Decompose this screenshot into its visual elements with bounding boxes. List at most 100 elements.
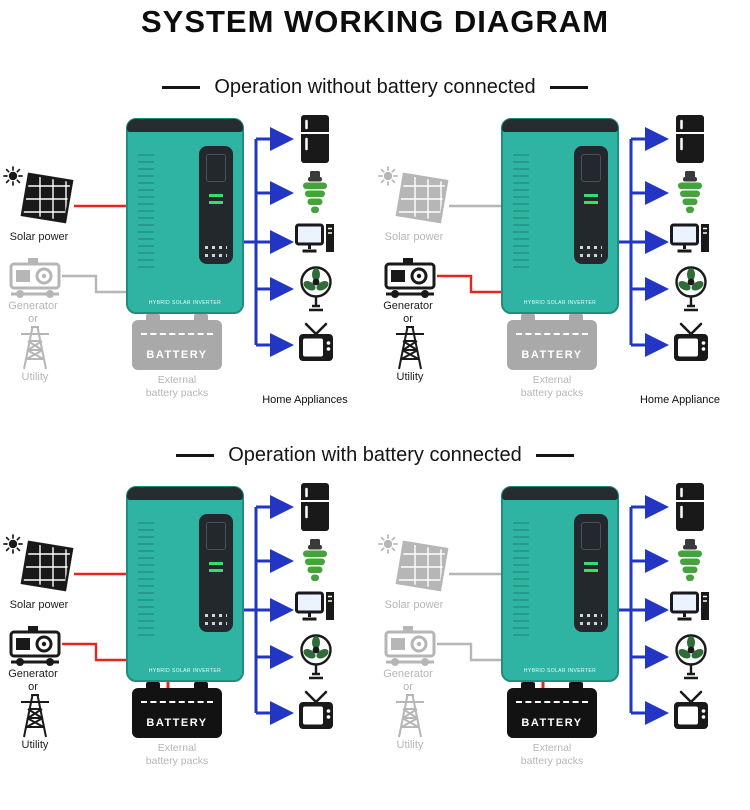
solar-power-label: Solar power [384, 599, 444, 611]
diagram-quadrant-bottom-right: Solar power Generator or Utility HYBRID … [375, 478, 750, 810]
section-title: Operation without battery connected [214, 76, 536, 98]
generator-label-line1: Generator [8, 300, 58, 312]
diagram-quadrant-top-right: Solar power Generator or Utility HYBRID … [375, 110, 750, 442]
external-label-line1: External [157, 742, 197, 754]
section-header-with-battery: Operation with battery connected [0, 444, 750, 467]
generator-icon [383, 256, 437, 300]
inverter-button-row [580, 246, 602, 249]
external-label-line1: External [532, 374, 572, 386]
inverter-led-indicators [209, 194, 223, 197]
header-rule-right [535, 454, 574, 457]
battery-label: BATTERY [521, 717, 583, 729]
battery-icon: BATTERY [132, 314, 222, 370]
header-rule-right [549, 86, 588, 89]
generator-label-line1: Generator [383, 300, 433, 312]
fridge-icon [299, 114, 331, 164]
fan-icon [674, 266, 708, 312]
inverter-led-indicators [584, 194, 598, 197]
cfl-bulb-icon [301, 170, 329, 216]
inverter-brand-text: HYBRID SOLAR INVERTER [148, 300, 222, 306]
inverter-display-panel [199, 514, 233, 632]
external-label-line1: External [532, 742, 572, 754]
battery-icon: BATTERY [507, 314, 597, 370]
utility-label: Utility [396, 371, 424, 383]
solar-panel-icon [395, 540, 449, 596]
battery-stripe [141, 333, 213, 335]
inverter-button-row [205, 254, 227, 257]
computer-icon [295, 222, 335, 262]
external-label-line2: battery packs [145, 755, 209, 767]
utility-pole-icon [387, 324, 433, 370]
tv-icon [298, 322, 334, 368]
inverter-button-row [205, 246, 227, 249]
external-label-line2: battery packs [145, 387, 209, 399]
generator-label-line2: or [28, 312, 38, 325]
inverter-button-row [580, 614, 602, 617]
generator-label: Generator or [0, 668, 66, 693]
solar-power-label: Solar power [384, 231, 444, 243]
inverter-display-panel [574, 146, 608, 264]
external-label-line2: battery packs [520, 387, 584, 399]
inverter-brand-text: HYBRID SOLAR INVERTER [523, 300, 597, 306]
solar-power-label: Solar power [9, 231, 69, 243]
solar-panel-icon [20, 540, 74, 596]
external-label-line1: External [157, 374, 197, 386]
generator-label-line2: or [403, 680, 413, 693]
inverter-screen [581, 154, 601, 182]
utility-pole-icon [387, 692, 433, 738]
solar-panel-icon [395, 172, 449, 228]
external-battery-label: External battery packs [502, 374, 602, 400]
inverter-button-row [580, 622, 602, 625]
computer-icon [670, 222, 710, 262]
solar-power-label: Solar power [9, 599, 69, 611]
inverter-button-row [205, 614, 227, 617]
battery-stripe [141, 701, 213, 703]
utility-label: Utility [21, 739, 49, 751]
battery-stripe [516, 701, 588, 703]
utility-label: Utility [396, 739, 424, 751]
tv-icon [673, 690, 709, 736]
external-battery-label: External battery packs [502, 742, 602, 768]
battery-label: BATTERY [146, 717, 208, 729]
generator-label: Generator or [375, 668, 441, 693]
inverter-top-cap [502, 487, 618, 500]
generator-label: Generator or [375, 300, 441, 325]
generator-label: Generator or [0, 300, 66, 325]
inverter-unit: HYBRID SOLAR INVERTER [126, 486, 244, 682]
utility-pole-icon [12, 324, 58, 370]
solar-panel-icon [20, 172, 74, 228]
computer-icon [670, 590, 710, 630]
diagram-quadrant-top-left: Solar power Generator or Utility HYBRID … [0, 110, 375, 442]
battery-label: BATTERY [521, 349, 583, 361]
inverter-unit: HYBRID SOLAR INVERTER [501, 118, 619, 314]
generator-icon [383, 624, 437, 668]
battery-stripe [516, 333, 588, 335]
inverter-screen [206, 154, 226, 182]
inverter-display-panel [199, 146, 233, 264]
computer-icon [295, 590, 335, 630]
inverter-top-cap [502, 119, 618, 132]
generator-icon [8, 256, 62, 300]
section-header-without-battery: Operation without battery connected [0, 76, 750, 99]
inverter-unit: HYBRID SOLAR INVERTER [126, 118, 244, 314]
generator-label-line2: or [403, 312, 413, 325]
tv-icon [298, 690, 334, 736]
generator-label-line1: Generator [8, 668, 58, 680]
home-appliances-label: Home Appliances [262, 394, 348, 406]
generator-label-line2: or [28, 680, 38, 693]
external-battery-label: External battery packs [127, 374, 227, 400]
page-title: SYSTEM WORKING DIAGRAM [140, 4, 610, 39]
inverter-button-row [580, 254, 602, 257]
section-title: Operation with battery connected [228, 444, 522, 466]
inverter-brand-text: HYBRID SOLAR INVERTER [148, 668, 222, 674]
home-appliances-label: Home Appliance [639, 394, 721, 406]
header-rule-left [176, 454, 215, 457]
fridge-icon [674, 482, 706, 532]
battery-icon: BATTERY [507, 682, 597, 738]
fan-icon [674, 634, 708, 680]
fan-icon [299, 634, 333, 680]
diagram-quadrant-bottom-left: Solar power Generator or Utility HYBRID … [0, 478, 375, 810]
inverter-display-panel [574, 514, 608, 632]
inverter-led-indicators [209, 562, 223, 565]
external-battery-label: External battery packs [127, 742, 227, 768]
